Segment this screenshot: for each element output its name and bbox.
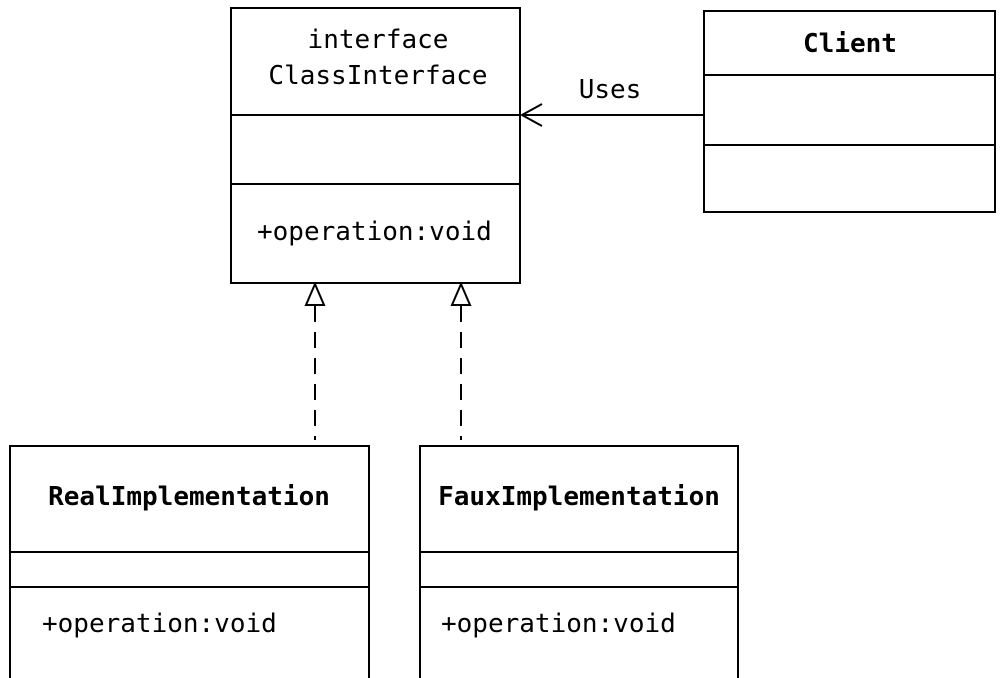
class-interface-name: ClassInterface <box>268 61 487 91</box>
real-implementation-box: RealImplementation +operation:void <box>9 445 370 678</box>
faux-implementation-box: FauxImplementation +operation:void <box>419 445 739 678</box>
class-interface-stereotype: interface <box>308 25 449 55</box>
faux-implementation-operation: +operation:void <box>441 609 676 639</box>
client-class-frame <box>703 10 996 213</box>
real-implementation-frame <box>9 445 370 678</box>
class-interface-operation: +operation:void <box>257 217 492 247</box>
realization-real <box>304 281 326 440</box>
hollow-triangle-arrow-icon <box>450 281 472 306</box>
real-implementation-operation: +operation:void <box>42 609 277 639</box>
real-implementation-name: RealImplementation <box>48 482 330 512</box>
client-class-name: Client <box>803 29 897 59</box>
class-interface-box: interface ClassInterface +operation:void <box>230 7 521 284</box>
class-interface-frame <box>230 7 521 284</box>
faux-implementation-name: FauxImplementation <box>438 482 720 512</box>
client-class-box: Client <box>703 10 996 213</box>
uses-label: Uses <box>579 75 642 105</box>
faux-implementation-frame <box>419 445 739 678</box>
hollow-triangle-arrow-icon <box>304 281 326 306</box>
realization-faux <box>450 281 472 440</box>
uses-association: Uses <box>519 75 704 127</box>
open-arrowhead-icon <box>519 103 543 127</box>
